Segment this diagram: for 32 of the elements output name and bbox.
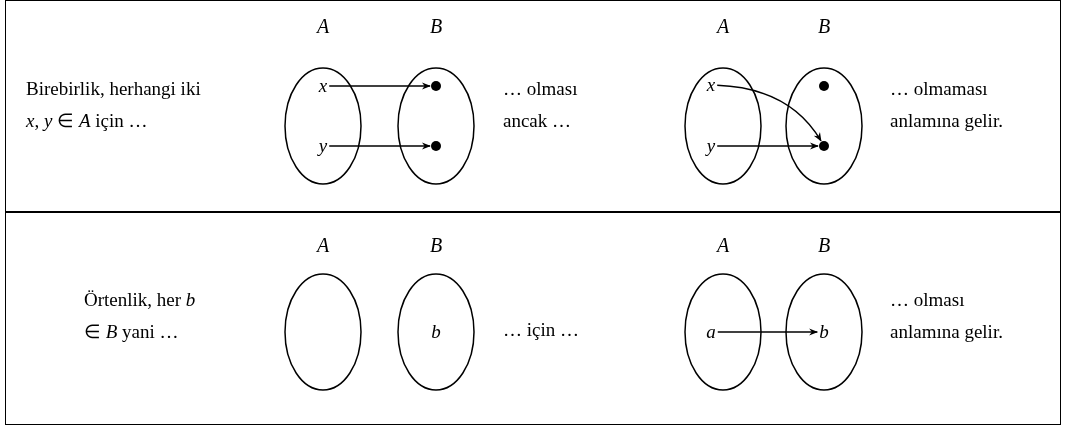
arrow	[328, 82, 431, 90]
point-dot	[431, 141, 441, 151]
table-row	[5, 0, 1061, 213]
row-text: … için …	[503, 318, 580, 342]
arrow	[717, 328, 819, 336]
arrow	[328, 142, 431, 150]
point-dot	[819, 81, 829, 91]
row-text: … olması anlamına gelir.	[890, 288, 1004, 344]
element-label: b	[431, 321, 441, 343]
element-label: x	[706, 74, 716, 96]
row-text: … olması ancak …	[503, 77, 579, 133]
element-label: x	[318, 75, 328, 97]
element-label: y	[318, 135, 328, 157]
set-label: B	[816, 233, 832, 257]
set-label: A	[715, 14, 731, 38]
element-label: a	[706, 321, 716, 343]
table-row	[5, 211, 1061, 425]
arrow	[716, 84, 822, 142]
set-label: A	[315, 233, 331, 257]
row-text: … olmaması anlamına gelir.	[890, 77, 1004, 133]
point-dot	[431, 81, 441, 91]
point-dot	[819, 141, 829, 151]
row-text: Örtenlik, her b ∈ B yani …	[84, 288, 197, 344]
element-label: b	[819, 321, 829, 343]
set-label: A	[315, 14, 331, 38]
set-label: B	[428, 14, 444, 38]
element-label: y	[706, 135, 716, 157]
set-label: B	[816, 14, 832, 38]
row-text: Birebirlik, herhangi iki x, y ∈ A için …	[26, 77, 202, 133]
set-label: A	[715, 233, 731, 257]
set-label: B	[428, 233, 444, 257]
arrow	[716, 142, 819, 150]
